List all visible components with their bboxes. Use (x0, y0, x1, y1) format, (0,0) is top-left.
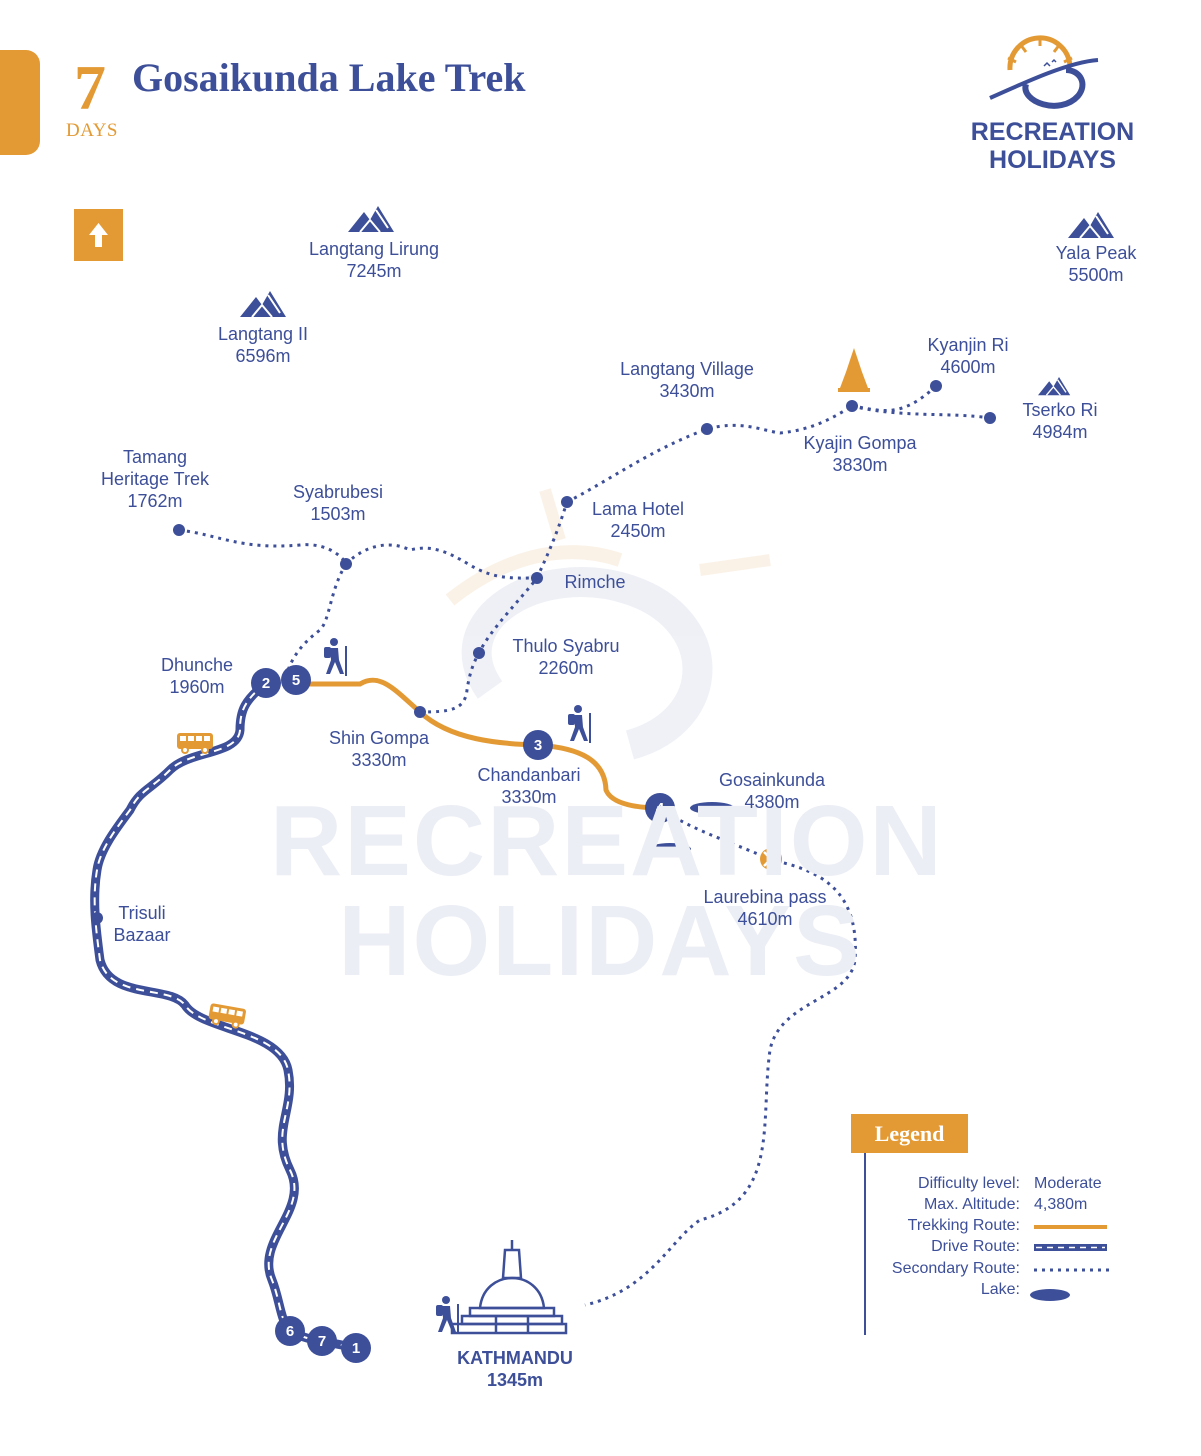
waypoints (91, 380, 996, 924)
svg-text:5: 5 (292, 672, 300, 689)
sun-logo-icon (989, 35, 1099, 109)
watermark-line1: RECREATION (270, 785, 944, 897)
legend-lake-label: Lake: (980, 1281, 1020, 1298)
lake-secondary (649, 843, 691, 855)
legend-divider (864, 1153, 866, 1335)
header-tab (0, 50, 40, 155)
mountain-icon (239, 290, 287, 318)
day-marker-1 (341, 1333, 371, 1363)
svg-text:6: 6 (286, 1323, 294, 1340)
days-number: 7 (74, 52, 106, 123)
pass-icon (760, 848, 782, 870)
svg-text:1: 1 (352, 1340, 360, 1357)
day-marker-7 (307, 1326, 337, 1356)
legend-altitude-value: 4,380m (1034, 1196, 1088, 1213)
day-markers: 2 5 3 4 6 7 1 (251, 665, 675, 1363)
mountain-icon (347, 205, 395, 233)
legend-difficulty-value: Moderate (1034, 1175, 1102, 1192)
lake-gosainkunda (690, 802, 734, 814)
legend-title: Legend (851, 1114, 968, 1153)
temple-icon (838, 348, 870, 392)
svg-text:3: 3 (534, 737, 542, 754)
watermark-line2: HOLIDAYS (338, 885, 862, 997)
hiker-icon (435, 1295, 459, 1335)
days-label: DAYS (66, 120, 118, 141)
north-arrow-icon (74, 209, 123, 261)
place-label-kathmandu: KATHMANDU 1345m (457, 1348, 573, 1390)
hiker-icon (323, 637, 347, 677)
place-label-rimche: Rimche (564, 572, 626, 592)
stupa-icon (450, 1240, 568, 1335)
bus-icon (176, 732, 214, 754)
day-marker-6 (275, 1316, 305, 1346)
svg-text:7: 7 (318, 1333, 326, 1350)
legend-difficulty-label: Difficulty level: (918, 1175, 1020, 1192)
hiker-icon (567, 704, 591, 744)
day-marker-5 (281, 665, 311, 695)
day-marker-2 (251, 668, 281, 698)
legend-lake-sample (1030, 1289, 1070, 1301)
legend-trekking-label: Trekking Route: (907, 1217, 1020, 1234)
brand-name: RECREATION HOLIDAYS (970, 118, 1135, 174)
legend-drive-label: Drive Route: (931, 1238, 1020, 1255)
drive-route (90, 678, 361, 1353)
svg-text:2: 2 (262, 675, 270, 692)
page-title: Gosaikunda Lake Trek (132, 55, 526, 100)
mountain-icon (1067, 211, 1115, 239)
mountain-icon (1037, 376, 1071, 396)
svg-text:4: 4 (656, 800, 665, 817)
day-marker-4 (645, 793, 675, 823)
day-marker-3 (523, 730, 553, 760)
legend-secondary-label: Secondary Route: (891, 1260, 1020, 1277)
legend-altitude-label: Max. Altitude: (923, 1196, 1020, 1213)
